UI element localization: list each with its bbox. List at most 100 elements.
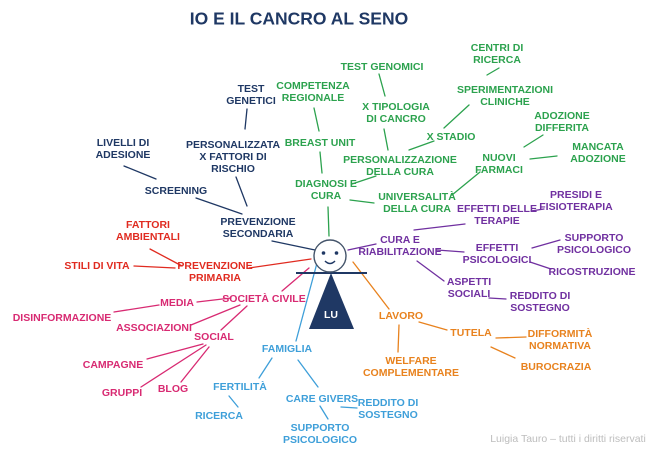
connector <box>523 134 544 148</box>
node-societa-civile: SOCIETÀ CIVILE <box>222 292 306 305</box>
figure-name-label: LU <box>324 309 338 321</box>
node-reddito-di-sostegno-destra: REDDITO DI SOSTEGNO <box>509 289 571 314</box>
node-sperimentazioni-cliniche: SPERIMENTAZIONI CLINICHE <box>456 83 554 108</box>
connector <box>531 239 561 249</box>
connector <box>413 223 466 231</box>
node-lavoro: LAVORO <box>378 309 424 322</box>
node-prevenzione-secondaria: PREVENZIONE SECONDARIA <box>220 215 296 240</box>
node-ricerca: RICERCA <box>195 409 243 422</box>
connector <box>190 304 241 326</box>
node-tutela: TUTELA <box>450 326 492 339</box>
connector <box>418 321 448 331</box>
node-burocrazia: BUROCRAZIA <box>520 360 592 373</box>
node-adozione-differita: ADOZIONE DIFFERITA <box>534 109 590 134</box>
connector <box>436 249 465 253</box>
node-care-givers: CARE GIVERS <box>285 392 359 405</box>
node-associazioni: ASSOCIAZIONI <box>116 321 192 334</box>
node-fertilita: FERTILITÀ <box>213 380 267 393</box>
connector <box>146 343 204 360</box>
node-test-genomici: TEST GENOMICI <box>340 60 424 73</box>
node-x-tipologia-di-cancro: X TIPOLOGIA DI CANCRO <box>362 100 430 125</box>
connector <box>244 108 248 130</box>
node-supporto-psicologico-destra: SUPPORTO PSICOLOGICO <box>556 231 632 256</box>
node-presidi-e-fisioterapia: PRESIDI E FISIOTERAPIA <box>539 188 613 213</box>
connector <box>408 140 435 151</box>
connector <box>195 197 243 215</box>
node-campagne: CAMPAGNE <box>82 358 144 371</box>
node-difformita-normativa: DIFFORMITÀ NORMATIVA <box>527 327 593 352</box>
connector <box>529 155 558 160</box>
connector <box>378 73 386 97</box>
connector <box>352 261 390 310</box>
connector <box>347 243 377 251</box>
figure-eye-right <box>334 251 339 255</box>
connector <box>530 208 545 212</box>
node-supporto-psicologico-basso: SUPPORTO PSICOLOGICO <box>282 421 358 446</box>
connector <box>443 104 470 129</box>
page-title: IO E IL CANCRO AL SENO <box>189 8 409 29</box>
connector <box>113 304 160 313</box>
node-breast-unit: BREAST UNIT <box>284 136 356 149</box>
connector <box>133 265 176 269</box>
node-diagnosi-e-cura: DIAGNOSI E CURA <box>295 177 357 202</box>
connector <box>383 128 389 151</box>
node-livelli-di-adesione: LIVELLI DI ADESIONE <box>95 136 151 161</box>
connector <box>486 67 500 76</box>
connector <box>416 260 445 282</box>
node-mancata-adozione: MANCATA ADOZIONE <box>570 140 626 165</box>
figure-head <box>313 239 347 273</box>
node-competenza-regionale: COMPETENZA REGIONALE <box>276 79 350 104</box>
connector <box>228 395 239 408</box>
connector <box>140 344 207 388</box>
connector <box>220 305 248 331</box>
figure-eye-left <box>321 251 326 255</box>
connector <box>196 297 232 303</box>
connector <box>340 406 358 409</box>
connector <box>327 206 330 237</box>
node-reddito-di-sostegno-basso: REDDITO DI SOSTEGNO <box>357 396 419 421</box>
node-x-stadio: X STADIO <box>426 130 476 143</box>
connector <box>451 171 481 196</box>
node-universalita-della-cura: UNIVERSALITÀ DELLA CURA <box>378 190 456 215</box>
connector <box>349 199 375 204</box>
connector <box>123 165 157 180</box>
connector <box>495 336 527 339</box>
connector <box>235 176 248 207</box>
connector <box>248 258 312 269</box>
connector <box>258 357 273 379</box>
connector <box>529 261 552 270</box>
connector <box>295 262 318 342</box>
node-blog: BLOG <box>157 382 189 395</box>
connector <box>149 248 183 267</box>
node-cura-e-riabilitazione: CURA E RIABILITAZIONE <box>358 233 442 258</box>
node-gruppi: GRUPPI <box>101 386 143 399</box>
node-fattori-ambientali: FATTORI AMBIENTALI <box>116 218 180 243</box>
node-ricostruzione: RICOSTRUZIONE <box>548 265 636 278</box>
node-screening: SCREENING <box>144 184 208 197</box>
node-personalizzata-fattori-rischio: PERSONALIZZATA X FATTORI DI RISCHIO <box>185 138 281 176</box>
node-social: SOCIAL <box>194 330 234 343</box>
connector <box>313 107 320 132</box>
node-personalizzazione-della-cura: PERSONALIZZAZIONE DELLA CURA <box>343 153 457 178</box>
copyright-credit: Luigia Tauro – tutti i diritti riservati <box>490 433 646 445</box>
node-disinformazione: DISINFORMAZIONE <box>12 311 112 324</box>
node-media: MEDIA <box>160 296 194 309</box>
connector <box>488 297 507 300</box>
connector <box>351 175 377 185</box>
node-stili-di-vita: STILI DI VITA <box>64 259 130 272</box>
connector <box>297 359 319 388</box>
node-prevenzione-primaria: PREVENZIONE PRIMARIA <box>177 259 253 284</box>
figure-smile <box>324 260 336 265</box>
person-figure <box>296 239 367 329</box>
node-effetti-delle-terapie: EFFETTI DELLE TERAPIE <box>457 202 537 227</box>
connector <box>397 324 400 353</box>
connector <box>271 240 316 251</box>
connector <box>281 267 310 292</box>
node-nuovi-farmaci: NUOVI FARMACI <box>475 151 523 176</box>
connector <box>319 405 329 420</box>
node-effetti-psicologici: EFFETTI PSICOLOGICI <box>462 241 532 266</box>
node-test-genetici: TEST GENETICI <box>226 82 276 107</box>
connector <box>319 151 323 174</box>
